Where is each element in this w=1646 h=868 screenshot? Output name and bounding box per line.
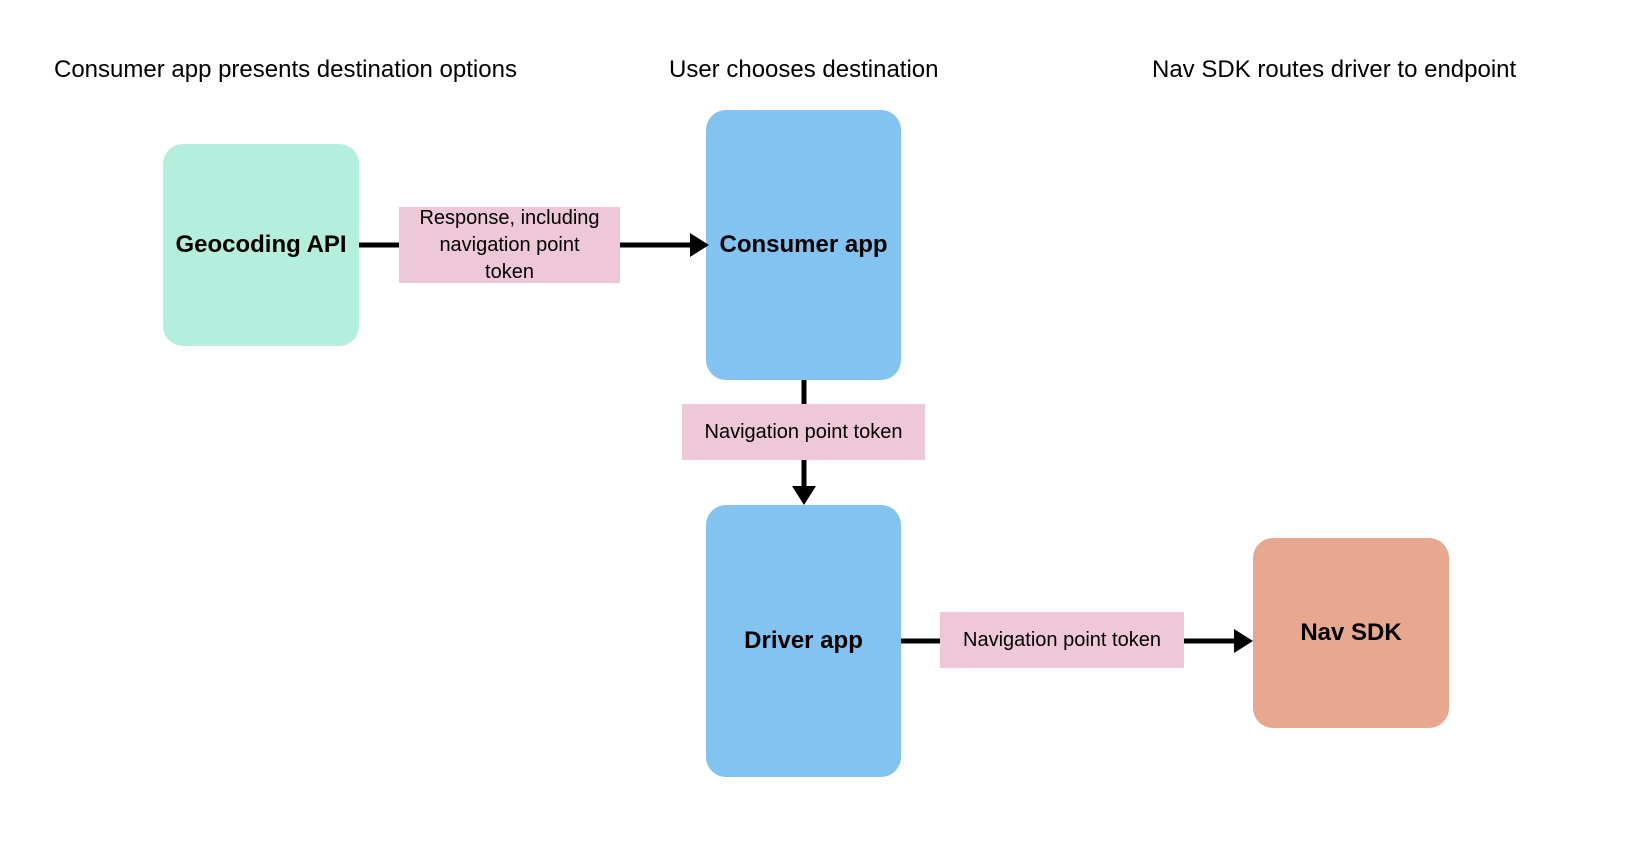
edge-label-line: Navigation point token	[704, 420, 903, 443]
edge-label-navigation-point-token-bottom: Navigation point token	[940, 612, 1184, 668]
edge-label-line: token	[485, 260, 534, 283]
edge-label-line: Navigation point token	[963, 628, 1161, 651]
node-driver-app[interactable]: Driver app	[706, 505, 901, 777]
column-header-nav-sdk-routes: Nav SDK routes driver to endpoint	[1152, 56, 1517, 83]
node-consumer-app-label: Consumer app	[719, 230, 888, 258]
column-header-user-chooses-destination: User chooses destination	[669, 56, 939, 83]
node-nav-sdk-label: Nav SDK	[1300, 618, 1402, 646]
node-geocoding-api-label: Geocoding API	[175, 230, 347, 258]
edge-label-response-including-nav-point-token: Response, including navigation point tok…	[399, 207, 620, 283]
node-geocoding-api[interactable]: Geocoding API	[163, 144, 359, 346]
node-consumer-app[interactable]: Consumer app	[706, 110, 901, 380]
edge-label-line: navigation point	[439, 233, 580, 256]
edge-label-navigation-point-token-middle: Navigation point token	[682, 404, 925, 460]
node-nav-sdk[interactable]: Nav SDK	[1253, 538, 1449, 728]
column-header-consumer-app-options: Consumer app presents destination option…	[54, 56, 517, 83]
node-driver-app-label: Driver app	[744, 626, 863, 654]
edge-label-line: Response, including	[419, 206, 600, 229]
